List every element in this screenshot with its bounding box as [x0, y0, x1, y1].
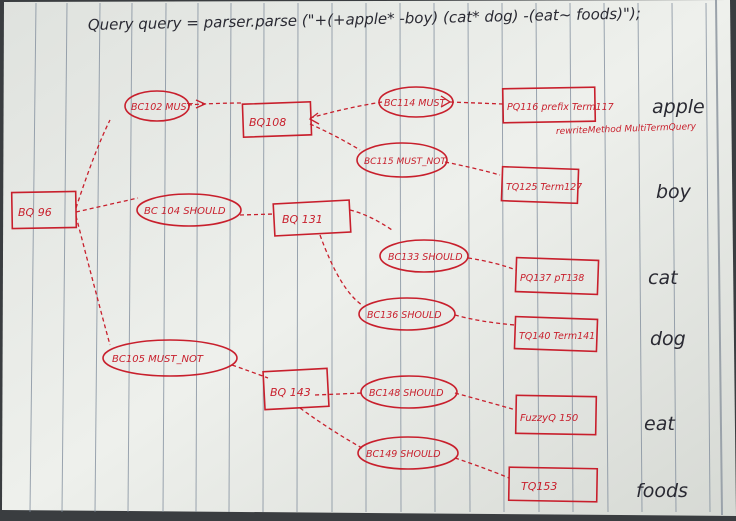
node-bc114: BC114 MUST — [378, 86, 454, 118]
node-bc148: BC148 SHOULD — [360, 375, 458, 409]
node-bc136: BC136 SHOULD — [358, 297, 456, 331]
node-pq116: PQ116 prefix Term117 — [501, 86, 614, 124]
node-bc102-label: BC102 MUST — [131, 102, 193, 113]
rewrite-annotation: rewriteMethod MultiTermQuery — [556, 122, 697, 137]
node-bc115: BC115 MUST_NOT — [356, 142, 448, 178]
word-apple: apple — [652, 96, 705, 118]
connector-arrowheads — [195, 95, 452, 125]
node-tq153: TQ153 — [507, 466, 599, 503]
page-edge-line — [715, 0, 723, 516]
node-bq96-label: BQ 96 — [18, 206, 52, 219]
node-bq143: BQ 143 — [262, 367, 330, 411]
node-pq137: PQ137 pT138 — [514, 256, 600, 296]
node-tq125-label: TQ125 Term127 — [506, 182, 582, 193]
node-bc133: BC133 SHOULD — [379, 239, 469, 273]
node-bc149-label: BC149 SHOULD — [366, 449, 441, 460]
node-bc136-label: BC136 SHOULD — [367, 310, 442, 321]
node-bq108-label: BQ108 — [249, 116, 286, 129]
node-bc105-label: BC105 MUST_NOT — [112, 354, 204, 365]
node-pq137-label: PQ137 pT138 — [520, 273, 584, 284]
node-bc148-label: BC148 SHOULD — [369, 388, 444, 399]
node-bc105: BC105 MUST_NOT — [102, 339, 238, 377]
tree-connectors — [75, 101, 517, 479]
node-tq140-label: TQ140 Term141 — [519, 331, 595, 342]
node-bq143-label: BQ 143 — [270, 386, 311, 399]
node-bc114-label: BC114 MUST — [384, 98, 446, 109]
node-bc149: BC149 SHOULD — [357, 436, 459, 470]
node-bc104-label: BC 104 SHOULD — [144, 206, 226, 217]
node-bc102: BC102 MUST — [124, 90, 193, 122]
word-boy: boy — [656, 181, 692, 203]
node-pq116-label: PQ116 prefix Term117 — [507, 102, 614, 113]
node-bc133-label: BC133 SHOULD — [388, 252, 463, 263]
node-tq140: TQ140 Term141 — [513, 315, 599, 353]
node-tq125: TQ125 Term127 — [500, 165, 582, 205]
word-dog: dog — [650, 328, 686, 350]
node-bq131-label: BQ 131 — [282, 213, 323, 226]
node-bq131: BQ 131 — [272, 199, 352, 237]
node-bq108: BQ108 — [241, 100, 313, 139]
node-bc104: BC 104 SHOULD — [136, 193, 242, 227]
word-foods: foods — [636, 480, 688, 502]
node-bc115-label: BC115 MUST_NOT — [364, 157, 447, 167]
node-tq153-label: TQ153 — [521, 480, 557, 493]
node-fuzzyq150-label: FuzzyQ 150 — [520, 413, 578, 424]
word-eat: eat — [644, 413, 676, 435]
node-bq96: BQ 96 — [10, 190, 78, 230]
word-cat: cat — [648, 267, 679, 289]
node-fuzzyq150: FuzzyQ 150 — [514, 394, 598, 436]
